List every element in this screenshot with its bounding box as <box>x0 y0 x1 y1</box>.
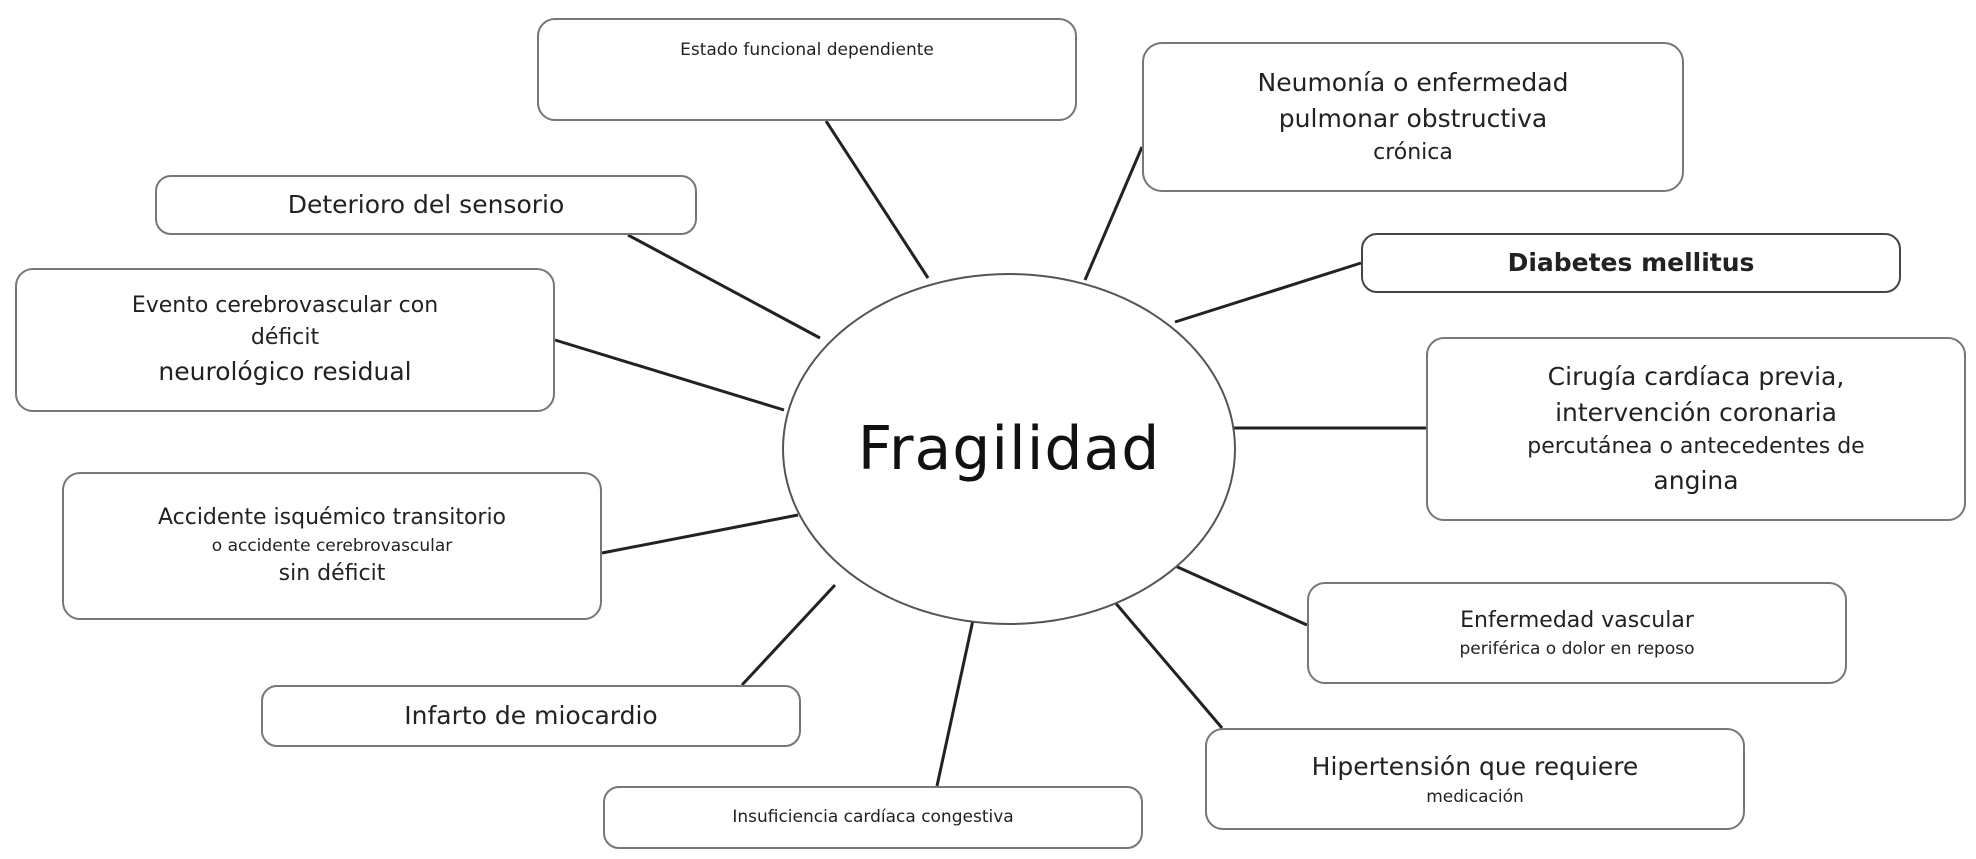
node-text-line: Deterioro del sensorio <box>287 189 565 219</box>
node-evento-cerebrovascular: Evento cerebrovascular con déficit neuro… <box>15 268 555 412</box>
node-enfermedad-vascular: Enfermedad vascular periférica o dolor e… <box>1307 582 1847 684</box>
connector-infarto <box>740 583 837 687</box>
connector-neumonia <box>1083 146 1144 281</box>
node-text-line: medicación <box>1426 786 1524 807</box>
node-text-line: percutánea o antecedentes de <box>1527 434 1865 460</box>
node-text-line: Enfermedad vascular <box>1460 607 1694 633</box>
node-text-line: angina <box>1653 466 1739 496</box>
node-text-line: Insuficiencia cardíaca congestiva <box>732 807 1014 828</box>
node-text-line: Evento cerebrovascular con <box>131 292 439 318</box>
connector-insuficiencia-cardiaca <box>935 619 975 787</box>
node-text-line: sin déficit <box>278 561 386 587</box>
node-accidente-isquemico: Accidente isquémico transitorio o accide… <box>62 472 602 620</box>
connector-enfermedad-vascular <box>1172 563 1308 627</box>
node-deterioro-sensorio: Deterioro del sensorio <box>155 175 697 235</box>
central-concept-label: Fragilidad <box>857 414 1161 484</box>
connector-diabetes <box>1174 261 1362 324</box>
node-insuficiencia-cardiaca: Insuficiencia cardíaca congestiva <box>603 786 1143 849</box>
node-text-line: o accidente cerebrovascular <box>211 535 453 556</box>
node-text-line: crónica <box>1373 140 1453 166</box>
connector-evento-cerebrovascular <box>554 338 785 412</box>
connector-hipertension <box>1111 599 1224 729</box>
node-infarto: Infarto de miocardio <box>261 685 801 747</box>
node-text-line: Infarto de miocardio <box>404 700 658 730</box>
node-text-line: Cirugía cardíaca previa, <box>1547 361 1845 391</box>
node-text-line: pulmonar obstructiva <box>1278 104 1548 134</box>
node-neumonia: Neumonía o enfermedad pulmonar obstructi… <box>1142 42 1684 192</box>
connector-estado-funcional <box>824 120 930 279</box>
central-concept: Fragilidad <box>782 273 1236 625</box>
node-text-line: Diabetes mellitus <box>1507 247 1755 277</box>
node-text-line: Hipertensión que requiere <box>1311 751 1639 781</box>
node-text-line: déficit <box>250 324 320 350</box>
connector-deterioro-sensorio <box>627 233 821 340</box>
node-text-line: Estado funcional dependiente <box>680 40 934 60</box>
node-text-line: neurológico residual <box>158 356 412 386</box>
node-text-line: periférica o dolor en reposo <box>1459 638 1695 659</box>
connector-accidente-isquemico <box>601 513 799 555</box>
node-cirugia-cardiaca: Cirugía cardíaca previa, intervención co… <box>1426 337 1966 521</box>
node-text-line: intervención coronaria <box>1555 397 1837 427</box>
node-text-line: Neumonía o enfermedad <box>1257 67 1569 97</box>
node-diabetes: Diabetes mellitus <box>1361 233 1901 293</box>
node-estado-funcional: Estado funcional dependiente <box>537 18 1077 121</box>
node-hipertension: Hipertensión que requiere medicación <box>1205 728 1745 830</box>
node-text-line: Accidente isquémico transitorio <box>157 504 507 530</box>
